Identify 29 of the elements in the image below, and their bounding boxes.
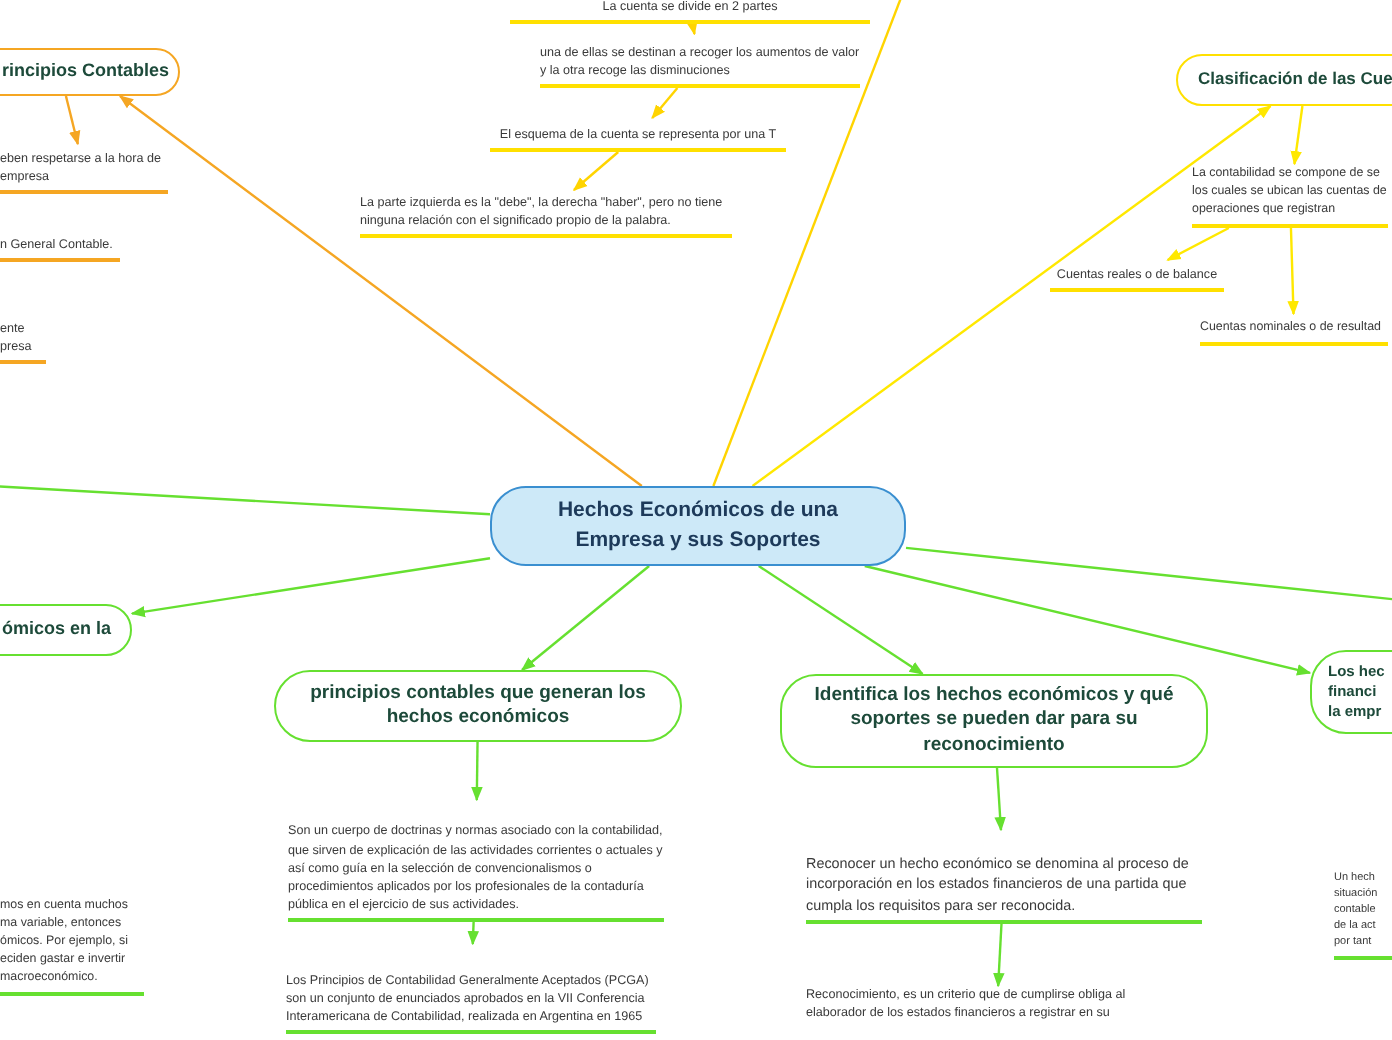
arrow [572,151,619,191]
arrow [64,95,81,146]
arrow [130,557,491,618]
arrow [471,742,483,802]
arrow [651,87,679,120]
central-topic [490,486,906,566]
arrow [520,565,650,671]
underlined-topic [510,0,870,24]
arrow [118,95,643,487]
topic-box [274,670,682,742]
arrow [864,564,1312,676]
arrow [1290,105,1304,166]
topic-title: rincipios Contables [2,60,170,84]
topic-box [1176,54,1392,106]
topic-box [0,48,180,96]
arrow [751,105,1272,487]
topic-box [780,674,1208,768]
topic-title: Identifica los hechos económicos y qué soportes se pueden dar para su reconocimiento [812,683,1176,759]
topic-title: ómicos en la [2,618,112,642]
topic-title: Clasificación de las Cue [1198,68,1392,92]
arrow [467,921,479,946]
topic-title: Hechos Económicos de una Empresa y sus Soportes [555,496,841,556]
topic-title: principios contables que generan los hechos económicos [308,681,648,731]
arrow [686,20,698,36]
arrow [994,767,1006,832]
arrow [1287,227,1299,316]
arrow [758,565,924,675]
arrow [1166,226,1230,262]
arrow [993,923,1005,988]
